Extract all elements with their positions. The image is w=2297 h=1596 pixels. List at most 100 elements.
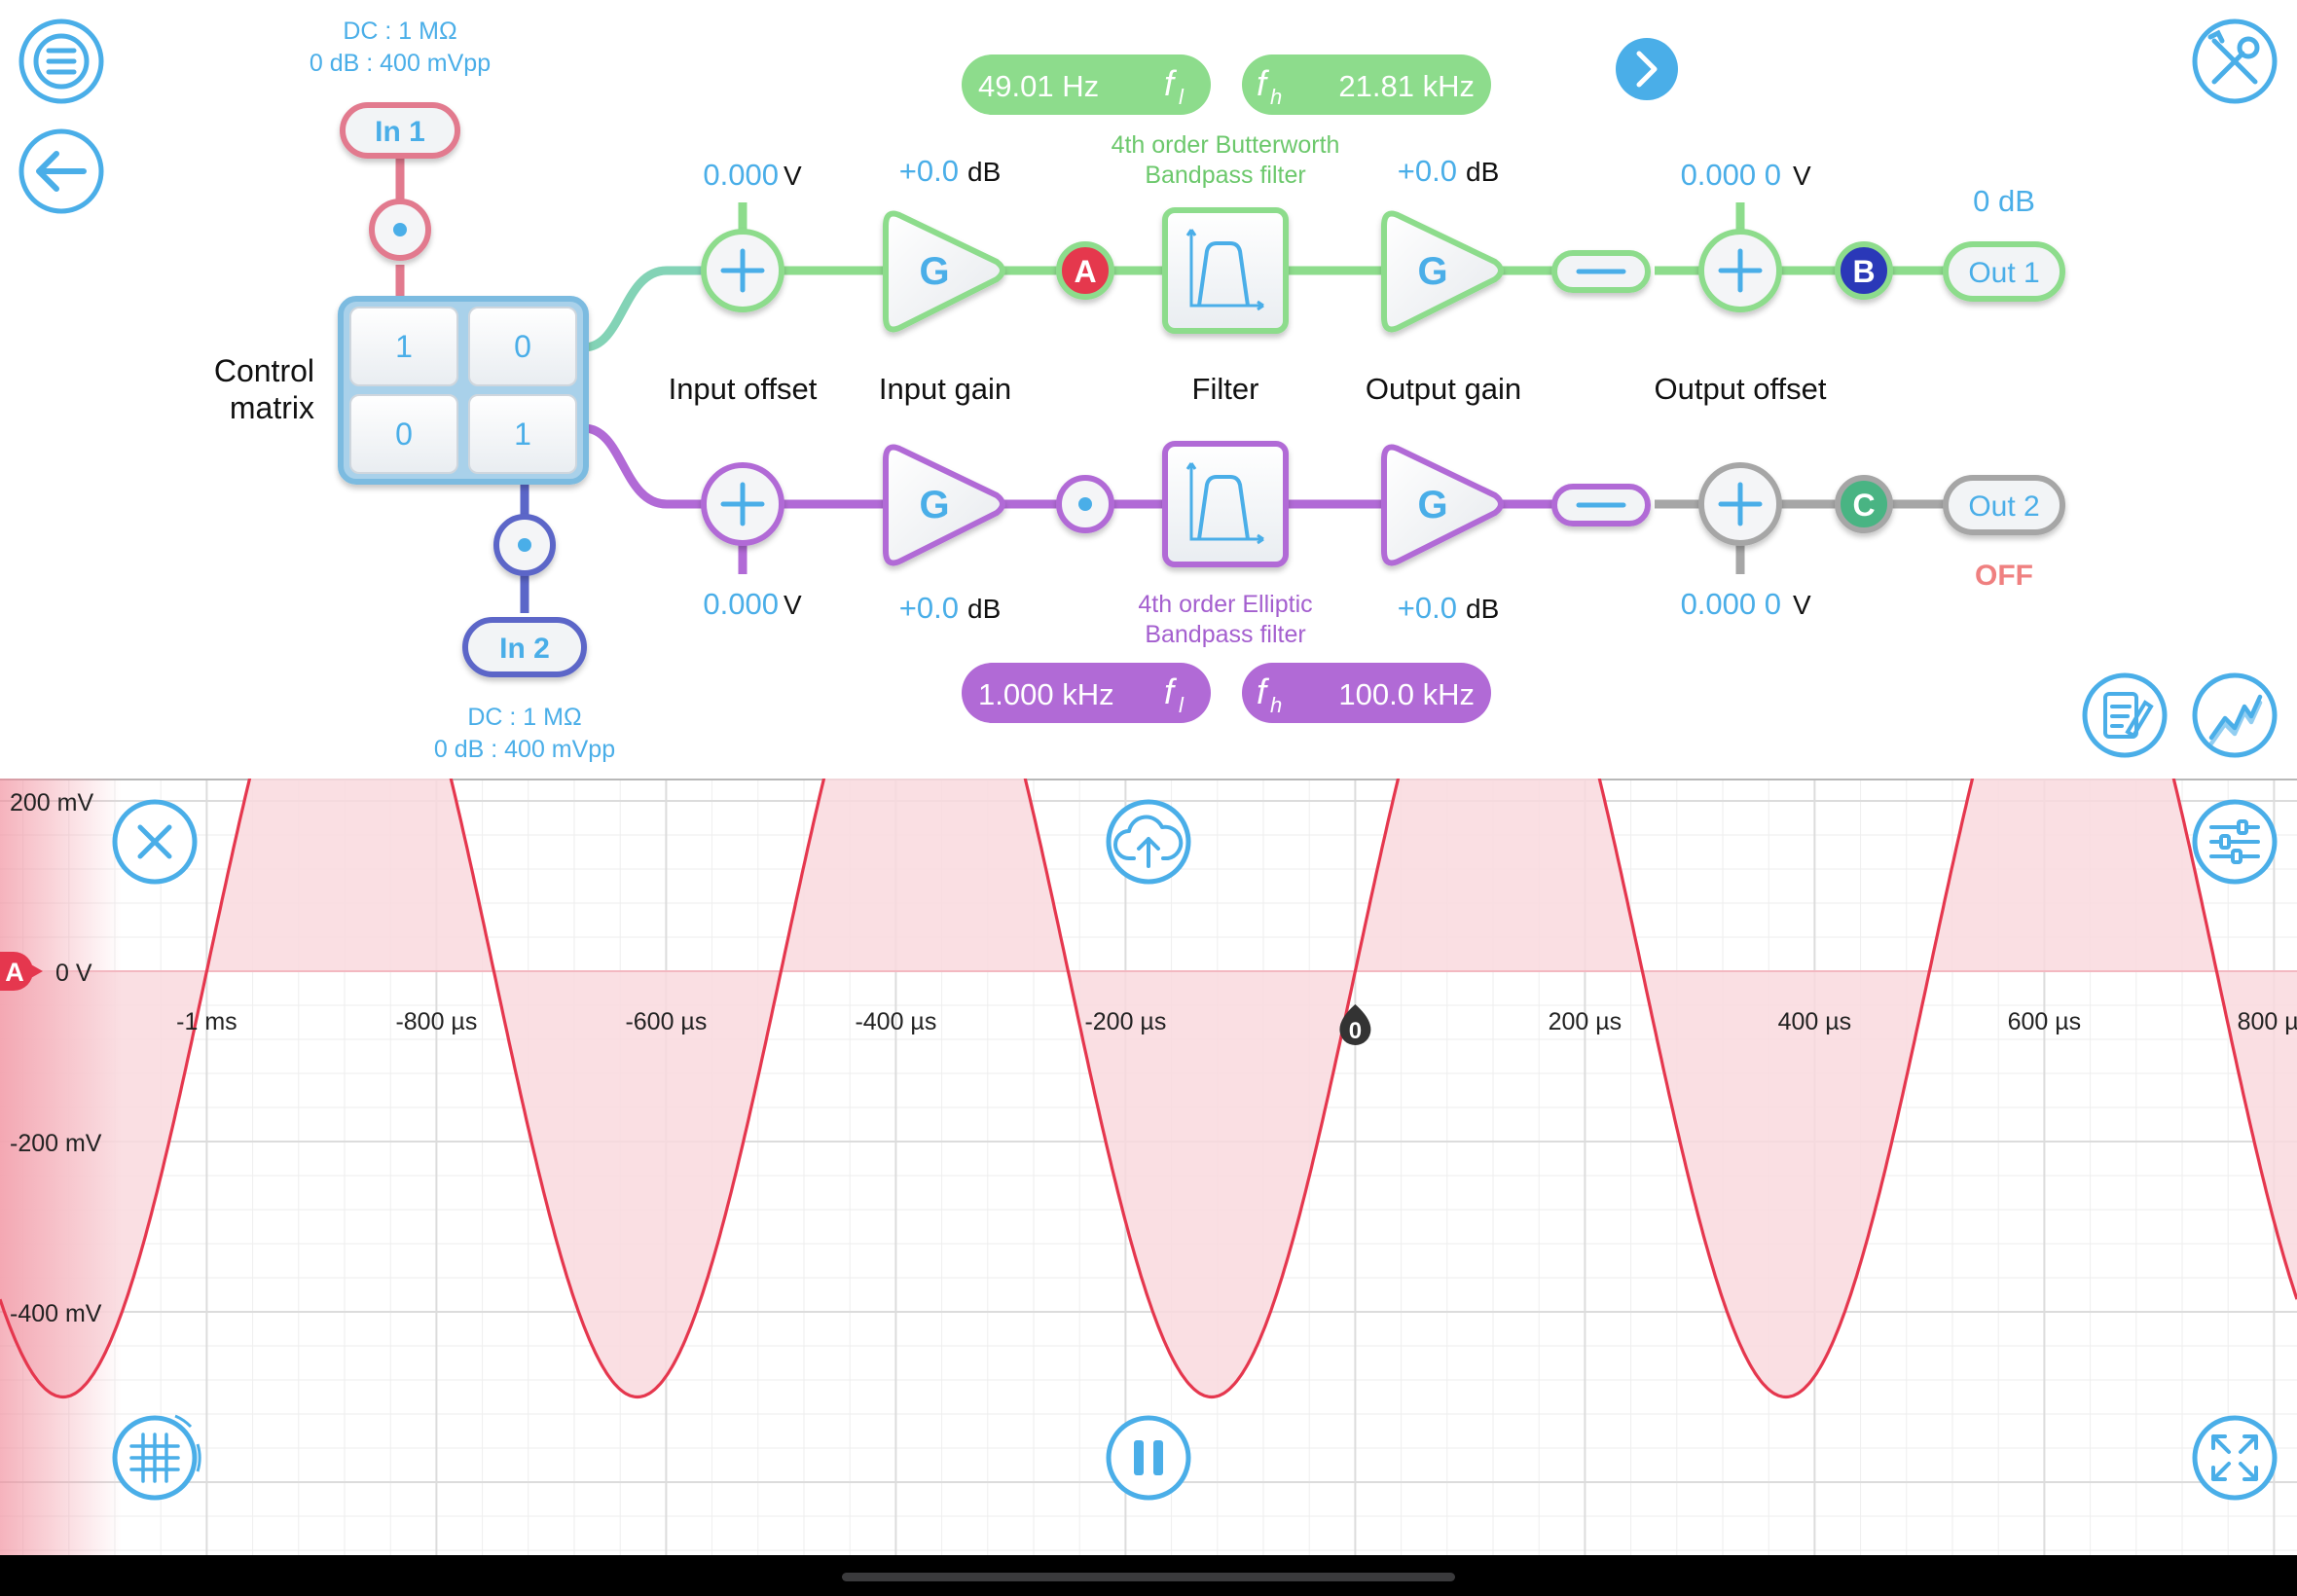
out2-button[interactable] bbox=[1943, 475, 2065, 535]
x-tick-label: 800 µs bbox=[2238, 1008, 2297, 1035]
upload-button[interactable] bbox=[1106, 799, 1191, 885]
x-tick-label: 400 µs bbox=[1778, 1008, 1852, 1035]
out1-button[interactable] bbox=[1943, 241, 2065, 302]
svg-text:l: l bbox=[1179, 85, 1185, 109]
ch2-filter-fh-pill[interactable]: f h 100.0 kHz bbox=[1242, 663, 1491, 723]
chevron-right-icon bbox=[1636, 51, 1658, 88]
ch2-input-gain-block[interactable] bbox=[883, 444, 1005, 566]
in2-coupling: DC : 1 MΩ bbox=[467, 704, 581, 731]
analysis-button[interactable] bbox=[2192, 672, 2278, 758]
ch2-filter-block[interactable] bbox=[1162, 441, 1289, 567]
in1-probe-node[interactable] bbox=[369, 199, 431, 261]
ch1-invert-button[interactable] bbox=[1551, 250, 1651, 293]
in1-button[interactable] bbox=[340, 102, 460, 159]
out2-label: Out 2 bbox=[1968, 490, 2039, 523]
svg-text:49.01 Hz: 49.01 Hz bbox=[978, 69, 1099, 103]
svg-text:0: 0 bbox=[514, 329, 531, 364]
back-button[interactable] bbox=[18, 128, 104, 214]
out1-label: Out 1 bbox=[1968, 257, 2039, 289]
x-tick-label: -600 µs bbox=[625, 1008, 707, 1035]
stage-label-output-offset: Output offset bbox=[1655, 372, 1827, 406]
ch1-output-offset-button[interactable] bbox=[1698, 229, 1782, 312]
x-tick-label: -1 ms bbox=[176, 1008, 237, 1035]
close-x-icon bbox=[137, 824, 172, 859]
matrix-cell-2-1[interactable]: 0 bbox=[349, 394, 458, 474]
grid-toggle-button[interactable] bbox=[112, 1414, 201, 1501]
ch1-output-gain-block[interactable] bbox=[1381, 210, 1504, 333]
ch2-filter-type-line2: Bandpass filter bbox=[1145, 621, 1305, 648]
notes-button[interactable] bbox=[2082, 672, 2168, 758]
in2-button[interactable] bbox=[462, 617, 587, 677]
ch1-input-gain-unit: dB bbox=[967, 157, 1001, 187]
ch2-output-gain-block[interactable] bbox=[1381, 444, 1504, 566]
ch2-input-gain-g: G bbox=[919, 484, 949, 526]
control-matrix-label-2: matrix bbox=[230, 390, 314, 425]
svg-text:1: 1 bbox=[514, 417, 531, 452]
settings-button[interactable] bbox=[2192, 18, 2278, 104]
in2-probe-node[interactable] bbox=[493, 514, 556, 576]
matrix-cell-1-2[interactable]: 0 bbox=[468, 307, 577, 386]
ch1-input-offset-button[interactable] bbox=[701, 229, 784, 312]
ch1-output-gain-unit: dB bbox=[1466, 157, 1499, 187]
next-button[interactable] bbox=[1616, 38, 1678, 100]
probe-a-marker[interactable]: A bbox=[1056, 241, 1114, 300]
ch1-output-offset-unit: V bbox=[1793, 161, 1811, 191]
trigger-time-marker[interactable]: 0 bbox=[1339, 1004, 1371, 1045]
signal-chain-canvas: DC : 1 MΩ 0 dB : 400 mVpp In 1 Control m… bbox=[18, 18, 2278, 763]
ch2-input-offset-button[interactable] bbox=[701, 462, 784, 546]
matrix-cell-1-1[interactable]: 1 bbox=[349, 307, 458, 386]
bandpass-filter-icon bbox=[1185, 462, 1264, 545]
in2-range: 0 dB : 400 mVpp bbox=[434, 736, 615, 763]
ch2-filter-fl-pill[interactable]: 1.000 kHz f l bbox=[962, 663, 1211, 723]
control-matrix-label-1: Control bbox=[214, 353, 314, 388]
ch2-output-offset-button[interactable] bbox=[1698, 462, 1782, 546]
bandpass-filter-icon bbox=[1185, 229, 1264, 311]
ch1-filter-fh-pill[interactable]: f h 21.81 kHz bbox=[1242, 54, 1491, 115]
ch2-output-offset-value: 0.000 0 bbox=[1681, 587, 1781, 621]
ch1-input-gain-value: +0.0 bbox=[899, 154, 959, 188]
svg-text:100.0 kHz: 100.0 kHz bbox=[1338, 677, 1475, 711]
signal-chain-diagram: DC : 1 MΩ 0 dB : 400 mVpp In 1 Control m… bbox=[0, 0, 2297, 779]
ch2-invert-button[interactable] bbox=[1551, 484, 1651, 526]
stage-label-input-offset: Input offset bbox=[669, 372, 818, 406]
svg-text:C: C bbox=[1852, 488, 1875, 523]
matrix-cell-2-2[interactable]: 1 bbox=[468, 394, 577, 474]
ch1-filter-type-line2: Bandpass filter bbox=[1145, 162, 1305, 189]
ch1-input-offset-unit: V bbox=[784, 161, 802, 191]
ch1-filter-fl-pill[interactable]: 49.01 Hz f l bbox=[962, 54, 1211, 115]
home-indicator[interactable] bbox=[842, 1573, 1455, 1581]
probe-b-marker[interactable]: B bbox=[1835, 241, 1893, 300]
scope-settings-button[interactable] bbox=[2192, 799, 2278, 885]
ch2-input-offset-value: 0.000 bbox=[703, 587, 779, 621]
menu-button[interactable] bbox=[18, 18, 104, 104]
ch2-probe-node[interactable] bbox=[1056, 475, 1114, 533]
close-scope-button[interactable] bbox=[112, 799, 198, 885]
plus-icon bbox=[720, 248, 765, 293]
plus-icon bbox=[1718, 248, 1763, 293]
probe-a-ground-marker[interactable]: A bbox=[0, 952, 43, 991]
ch2-output-gain-unit: dB bbox=[1466, 594, 1499, 624]
x-tick-label: -800 µs bbox=[395, 1008, 477, 1035]
fullscreen-button[interactable] bbox=[2192, 1415, 2278, 1501]
svg-text:1: 1 bbox=[395, 329, 413, 364]
line-graph-icon bbox=[2208, 694, 2263, 746]
x-tick-label: 200 µs bbox=[1549, 1008, 1622, 1035]
y-tick-label: 200 mV bbox=[10, 789, 93, 816]
ch1-filter-block[interactable] bbox=[1162, 207, 1289, 334]
crosshair-grid-icon bbox=[129, 1433, 180, 1483]
arrow-left-icon bbox=[36, 151, 87, 192]
plus-icon bbox=[1718, 482, 1763, 526]
pause-icon bbox=[1134, 1440, 1163, 1475]
expand-arrows-icon bbox=[2211, 1434, 2258, 1481]
ch2-input-gain-value: +0.0 bbox=[899, 591, 959, 625]
x-tick-label: 600 µs bbox=[2008, 1008, 2082, 1035]
svg-text:1.000 kHz: 1.000 kHz bbox=[978, 677, 1114, 711]
scope-canvas[interactable]: 600 mV400 mV200 mV0 V-200 mV-400 mV -1 m… bbox=[0, 449, 2297, 1555]
in1-coupling: DC : 1 MΩ bbox=[343, 18, 456, 45]
oscilloscope-view[interactable]: 600 mV400 mV200 mV0 V-200 mV-400 mV -1 m… bbox=[0, 449, 2297, 1555]
svg-text:21.81 kHz: 21.81 kHz bbox=[1338, 69, 1475, 103]
ch1-output-gain-value: +0.0 bbox=[1398, 154, 1457, 188]
pause-button[interactable] bbox=[1106, 1415, 1191, 1501]
probe-c-marker[interactable]: C bbox=[1835, 475, 1893, 533]
ch1-input-gain-block[interactable] bbox=[883, 210, 1005, 333]
